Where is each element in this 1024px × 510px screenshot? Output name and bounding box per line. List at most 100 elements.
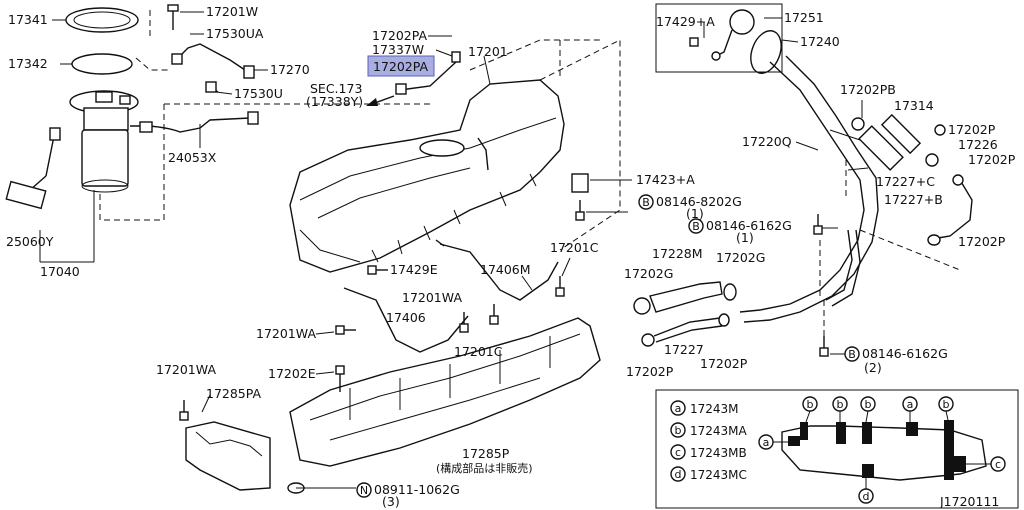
label-17270[interactable]: 17270: [270, 62, 310, 77]
label-24053X[interactable]: 24053X: [168, 150, 217, 165]
legend-key-c: c: [675, 446, 681, 459]
label-17202PA-highlighted[interactable]: 17202PA: [373, 59, 429, 74]
label-17202E[interactable]: 17202E: [268, 366, 316, 381]
fuel-tank-17201[interactable]: [289, 79, 565, 273]
filler-pipe-17220Q[interactable]: [739, 55, 879, 323]
label-17314[interactable]: 17314: [894, 98, 934, 113]
label-bolt-08146-8202G[interactable]: 08146-8202G: [656, 194, 742, 209]
label-17040[interactable]: 17040: [40, 264, 80, 279]
label-17202P-3[interactable]: 17202P: [958, 234, 1006, 249]
label-17202P-1[interactable]: 17202P: [948, 122, 996, 137]
hose-17227B[interactable]: [937, 179, 973, 239]
legend-callout-a: a: [763, 436, 770, 449]
label-17227[interactable]: 17227: [664, 342, 704, 357]
bolt-17201W[interactable]: [167, 4, 179, 30]
legend-key-a: a: [675, 402, 682, 415]
legend-label-c: 17243MB: [690, 446, 747, 460]
legend-box: a b b b a b c d a 17243M b 17243MA c 172…: [655, 389, 1019, 509]
heat-shield-17285PA[interactable]: [185, 421, 271, 491]
label-17228M[interactable]: 17228M: [652, 246, 703, 261]
label-17240[interactable]: 17240: [800, 34, 840, 49]
label-nut-08911-1062G[interactable]: 08911-1062G: [374, 482, 460, 497]
legend-callout-b: b: [943, 398, 950, 411]
legend-label-a: 17243M: [690, 402, 739, 416]
label-17202PB[interactable]: 17202PB: [840, 82, 896, 97]
part-labels: 17341 17201W 17530UA 17342 17270 17530U …: [6, 4, 1016, 509]
label-17429E[interactable]: 17429E: [390, 262, 438, 277]
bracket-17423A[interactable]: [571, 173, 589, 193]
filler-hose-17228M[interactable]: [633, 281, 737, 315]
label-17201C-1[interactable]: 17201C: [550, 240, 599, 255]
label-25060Y[interactable]: 25060Y: [6, 234, 54, 249]
label-17285PA[interactable]: 17285PA: [206, 386, 262, 401]
label-bolt-qty-1: (1): [686, 206, 704, 221]
label-17201W[interactable]: 17201W: [206, 4, 258, 19]
circle-b-2: B: [692, 220, 700, 233]
legend-callouts: a b b b a b c d: [758, 396, 1006, 504]
label-17406[interactable]: 17406: [386, 310, 426, 325]
label-17201WA-1[interactable]: 17201WA: [402, 290, 462, 305]
highlight-17202PA: [367, 55, 435, 77]
legend-callout-a: a: [907, 398, 914, 411]
label-17201WA-2[interactable]: 17201WA: [256, 326, 316, 341]
label-bolt-08146-6162G-2[interactable]: 08146-6162G: [862, 346, 948, 361]
label-17285P[interactable]: 17285P: [462, 446, 510, 461]
label-17342[interactable]: 17342: [8, 56, 48, 71]
label-17202P-4[interactable]: 17202P: [626, 364, 674, 379]
label-17227B[interactable]: 17227+B: [884, 192, 943, 207]
circle-n: N: [360, 484, 368, 497]
label-17202G-1[interactable]: 17202G: [624, 266, 673, 281]
label-17220Q[interactable]: 17220Q: [742, 134, 792, 149]
legend-key-b: b: [675, 424, 682, 437]
tank-strap-17406[interactable]: [343, 287, 469, 353]
tank-protector-17285P[interactable]: [289, 317, 601, 467]
legend-list: a 17243M b 17243MA c 17243MB d 17243MC: [670, 400, 748, 482]
leader-lines: [180, 11, 863, 489]
label-17202G-2[interactable]: 17202G: [716, 250, 765, 265]
fuel-pump-module-17040[interactable]: [69, 90, 139, 193]
breather-pipe[interactable]: [825, 229, 861, 307]
label-17201[interactable]: 17201: [468, 44, 508, 59]
label-17227C[interactable]: 17227+C: [876, 174, 935, 189]
label-17341[interactable]: 17341: [8, 12, 48, 27]
label-17530U[interactable]: 17530U: [234, 86, 283, 101]
gasket-17342[interactable]: [71, 53, 133, 75]
label-17530UA[interactable]: 17530UA: [206, 26, 264, 41]
clamps-right[interactable]: [851, 117, 964, 246]
legend-label-b: 17243MA: [690, 424, 748, 438]
vent-hose-17227[interactable]: [641, 313, 730, 347]
legend-callout-b: b: [837, 398, 844, 411]
label-17406M[interactable]: 17406M: [480, 262, 531, 277]
label-sec173[interactable]: SEC.173: [310, 81, 362, 96]
circle-b-3: B: [848, 348, 856, 361]
label-bolt-qty-3: (2): [864, 360, 882, 375]
legend-key-d: d: [675, 468, 682, 481]
label-17251[interactable]: 17251: [784, 10, 824, 25]
label-note-not-sold: (構成部品は非販売): [436, 461, 533, 475]
label-nut-qty: (3): [382, 494, 400, 509]
legend-callout-d: d: [863, 490, 870, 503]
filler-ring-17240[interactable]: [745, 27, 786, 78]
bolt-group-center[interactable]: [179, 200, 829, 494]
tank-strap-17406M[interactable]: [435, 239, 559, 301]
label-bolt-08146-6162G[interactable]: 08146-6162G: [706, 218, 792, 233]
vent-hose-17337W[interactable]: [395, 51, 461, 95]
label-17202P-2[interactable]: 17202P: [968, 152, 1016, 167]
diagram-id: J1720111: [939, 494, 999, 509]
label-17201C-2[interactable]: 17201C: [454, 344, 503, 359]
label-17202P-5[interactable]: 17202P: [700, 356, 748, 371]
label-17337W[interactable]: 17337W: [372, 42, 424, 57]
fuel-hose-17270[interactable]: [171, 43, 255, 93]
breather-tube-17314[interactable]: [858, 113, 922, 171]
legend-callout-b: b: [865, 398, 872, 411]
fuel-pump-group: [5, 4, 430, 263]
fuel-level-sender-25060Y[interactable]: [5, 127, 61, 210]
fuel-cap-17251[interactable]: [729, 9, 755, 35]
label-17202PA[interactable]: 17202PA: [372, 28, 428, 43]
label-17201WA-3[interactable]: 17201WA: [156, 362, 216, 377]
label-17423A[interactable]: 17423+A: [636, 172, 695, 187]
label-17429A[interactable]: 17429+A: [656, 14, 715, 29]
label-17226[interactable]: 17226: [958, 137, 998, 152]
label-17338Y[interactable]: (17338Y): [306, 94, 363, 109]
legend-callout-b: b: [807, 398, 814, 411]
